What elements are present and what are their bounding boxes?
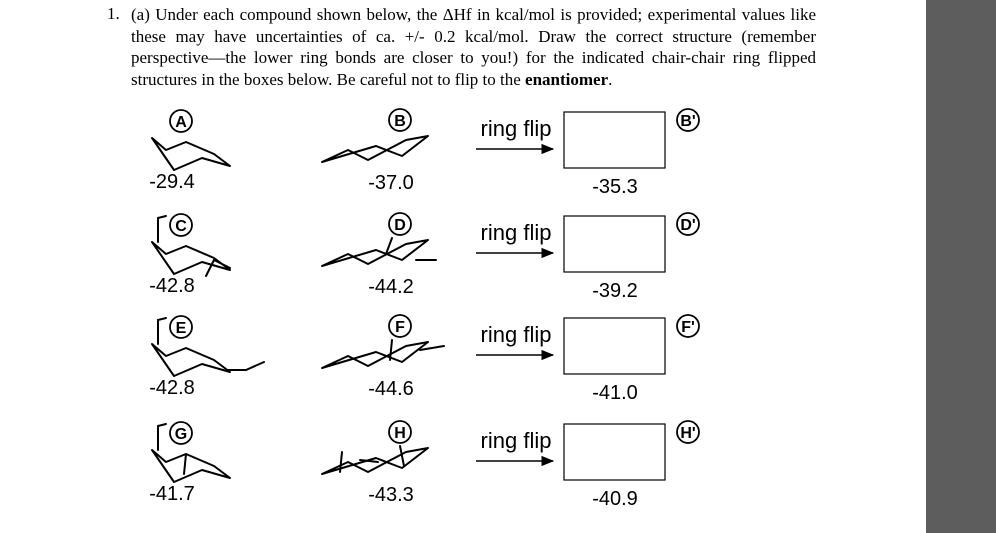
answer-box-3[interactable] bbox=[563, 317, 666, 375]
side-panel bbox=[926, 0, 996, 533]
chair-E bbox=[151, 343, 231, 377]
label-B-circle bbox=[388, 108, 412, 132]
value-B': -35.3 bbox=[592, 176, 638, 198]
substituent-H-b bbox=[359, 459, 379, 463]
label-C: C bbox=[169, 213, 193, 237]
value-F: -44.6 bbox=[368, 378, 414, 400]
compound-row-1: A -29.4 B -37.0 ring flip -35.3 B' bbox=[149, 108, 700, 198]
label-A-circle bbox=[169, 109, 193, 133]
question-text: (a) Under each compound shown below, the… bbox=[131, 4, 816, 90]
chair-G bbox=[151, 449, 231, 483]
label-D-text: D bbox=[394, 217, 406, 234]
label-D: D bbox=[388, 212, 412, 236]
label-H-prime-circle bbox=[676, 420, 700, 444]
label-D-circle bbox=[388, 212, 412, 236]
question-body: Under each compound shown below, the ΔHf… bbox=[131, 5, 817, 89]
value-A: -29.4 bbox=[149, 171, 195, 193]
chair-A bbox=[151, 137, 231, 171]
label-A: A bbox=[169, 109, 193, 133]
label-H-text: H bbox=[394, 425, 406, 442]
value-G: -41.7 bbox=[149, 483, 195, 505]
substituent-F-b bbox=[389, 339, 393, 361]
answer-box-1[interactable] bbox=[563, 111, 666, 169]
label-B-prime: B' bbox=[676, 108, 700, 132]
substituent-D-a bbox=[385, 237, 393, 255]
value-D: -44.2 bbox=[368, 276, 414, 298]
label-B-text: B bbox=[394, 113, 406, 130]
label-D-prime: D' bbox=[676, 212, 700, 236]
label-F-circle bbox=[388, 314, 412, 338]
label-F-prime: F' bbox=[676, 314, 700, 338]
value-D': -39.2 bbox=[592, 280, 638, 302]
question-end: . bbox=[608, 69, 613, 89]
chair-D bbox=[321, 239, 429, 267]
label-F-prime-circle bbox=[676, 314, 700, 338]
substituent-E-b bbox=[245, 361, 265, 371]
substituent-F-a bbox=[419, 345, 445, 351]
label-F-text: F bbox=[395, 319, 405, 336]
chair-H bbox=[321, 447, 429, 475]
label-E: E bbox=[169, 315, 193, 339]
compound-row-3: E -42.8 F -44.6 ring flip -41.0 F' bbox=[149, 314, 700, 404]
label-G-circle bbox=[169, 421, 193, 445]
chair-F bbox=[321, 341, 429, 369]
answer-box-4[interactable] bbox=[563, 423, 666, 481]
chair-B bbox=[321, 135, 429, 163]
value-E: -42.8 bbox=[149, 377, 195, 399]
substituent-C-down bbox=[205, 259, 215, 277]
label-D-prime-text: D' bbox=[680, 217, 695, 234]
substituent-G-down bbox=[183, 453, 187, 475]
question-part: (a) bbox=[131, 5, 150, 24]
label-H: H bbox=[388, 420, 412, 444]
label-H-circle bbox=[388, 420, 412, 444]
label-C-text: C bbox=[175, 218, 187, 235]
label-E-text: E bbox=[176, 320, 187, 337]
label-B-prime-circle bbox=[676, 108, 700, 132]
label-E-circle bbox=[169, 315, 193, 339]
substituent-G-tip bbox=[157, 423, 167, 427]
ring-flip-text-4: ring flip bbox=[481, 428, 552, 453]
substituent-H-a bbox=[339, 451, 343, 473]
label-A-text: A bbox=[175, 114, 187, 131]
value-H: -43.3 bbox=[368, 484, 414, 506]
answer-box-2[interactable] bbox=[563, 215, 666, 273]
label-B-prime-text: B' bbox=[680, 113, 695, 130]
label-G-text: G bbox=[175, 426, 187, 443]
value-B: -37.0 bbox=[368, 172, 414, 194]
compound-row-4: G -41.7 H -43.3 ring flip -40.9 H' bbox=[149, 420, 700, 510]
label-F: F bbox=[388, 314, 412, 338]
substituent-C-tip bbox=[157, 215, 167, 219]
substituent-E-tip bbox=[157, 317, 167, 321]
label-H-prime: H' bbox=[676, 420, 700, 444]
substituent-C-eq bbox=[213, 259, 231, 269]
chair-C bbox=[151, 241, 231, 275]
label-G: G bbox=[169, 421, 193, 445]
label-C-circle bbox=[169, 213, 193, 237]
label-D-prime-circle bbox=[676, 212, 700, 236]
question-emphasis: enantiomer bbox=[525, 69, 609, 89]
substituent-H-c bbox=[399, 445, 405, 467]
value-F': -41.0 bbox=[592, 382, 638, 404]
value-C: -42.8 bbox=[149, 275, 195, 297]
compound-row-2: C -42.8 D -44.2 ring flip -39.2 D' bbox=[149, 212, 700, 302]
ring-flip-text-2: ring flip bbox=[481, 220, 552, 245]
label-B: B bbox=[388, 108, 412, 132]
label-H-prime-text: H' bbox=[680, 425, 695, 442]
label-F-prime-text: F' bbox=[681, 319, 695, 336]
question-number: 1. bbox=[107, 4, 120, 23]
value-H': -40.9 bbox=[592, 488, 638, 510]
ring-flip-text-1: ring flip bbox=[481, 116, 552, 141]
ring-flip-text-3: ring flip bbox=[481, 322, 552, 347]
